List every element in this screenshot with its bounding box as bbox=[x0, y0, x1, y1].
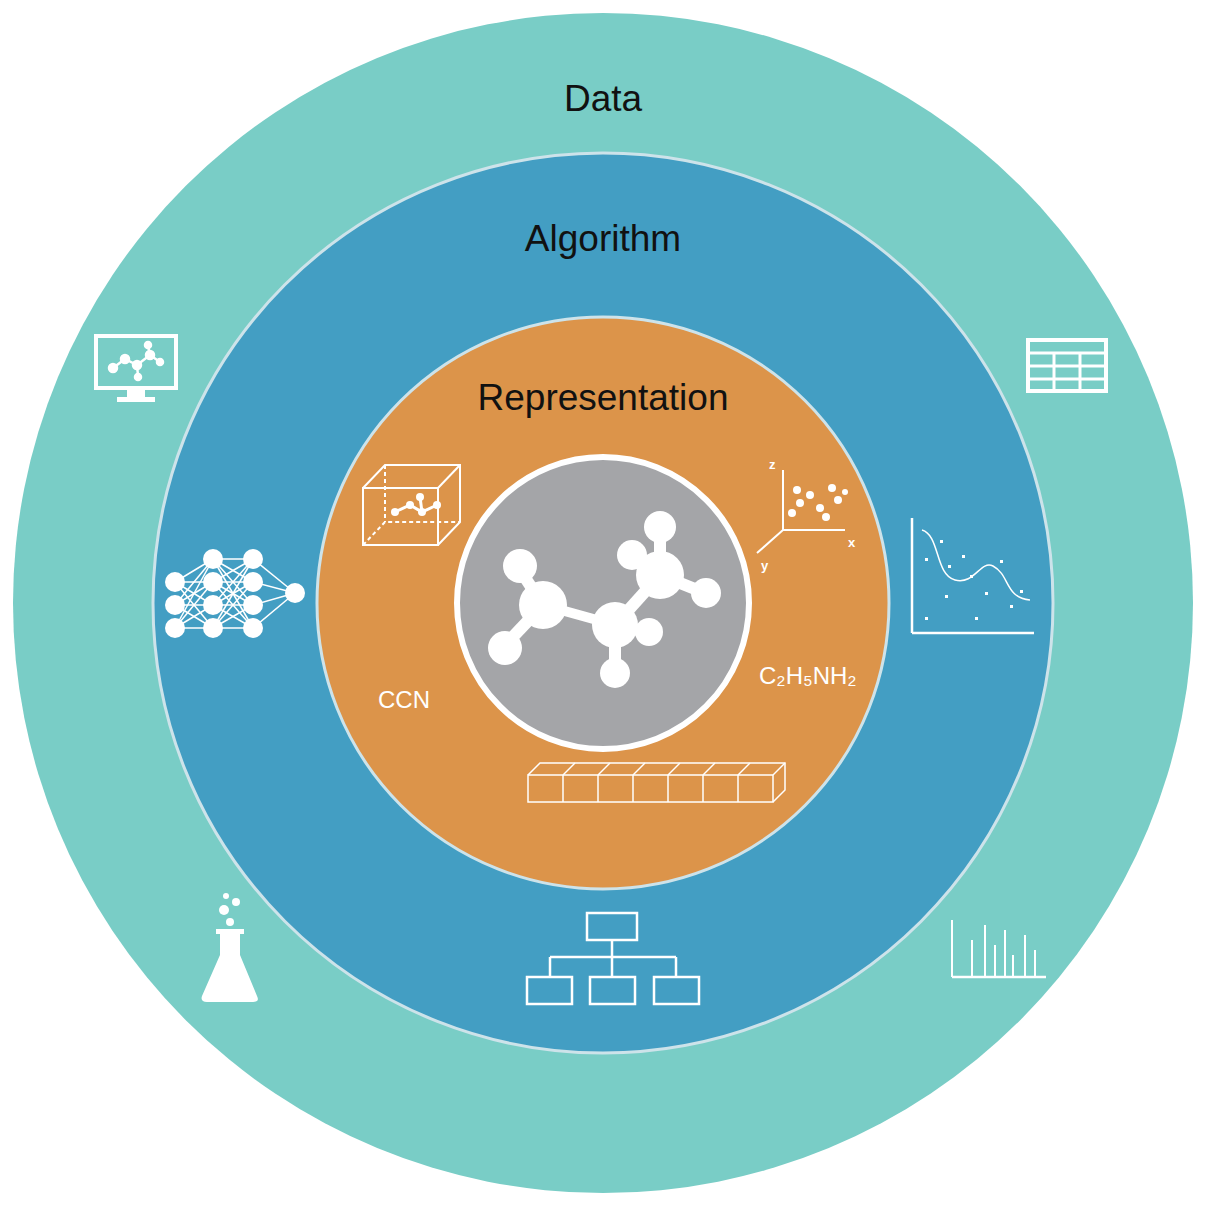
molecule-notation: CCN bbox=[378, 688, 430, 712]
ring-region: Representation bbox=[317, 317, 889, 889]
ring-region: DataAlgorithmRepresentation bbox=[13, 13, 1193, 1193]
axis-label: y bbox=[761, 559, 768, 572]
axis-label: z bbox=[769, 458, 776, 471]
molecule-notation: C₂H₅NH₂ bbox=[759, 664, 857, 688]
axis-label: x bbox=[848, 536, 855, 549]
ring-title: Data bbox=[13, 79, 1193, 120]
ring-region: AlgorithmRepresentation bbox=[153, 153, 1053, 1053]
ring-title: Representation bbox=[317, 378, 889, 419]
ring-title: Algorithm bbox=[153, 219, 1053, 260]
